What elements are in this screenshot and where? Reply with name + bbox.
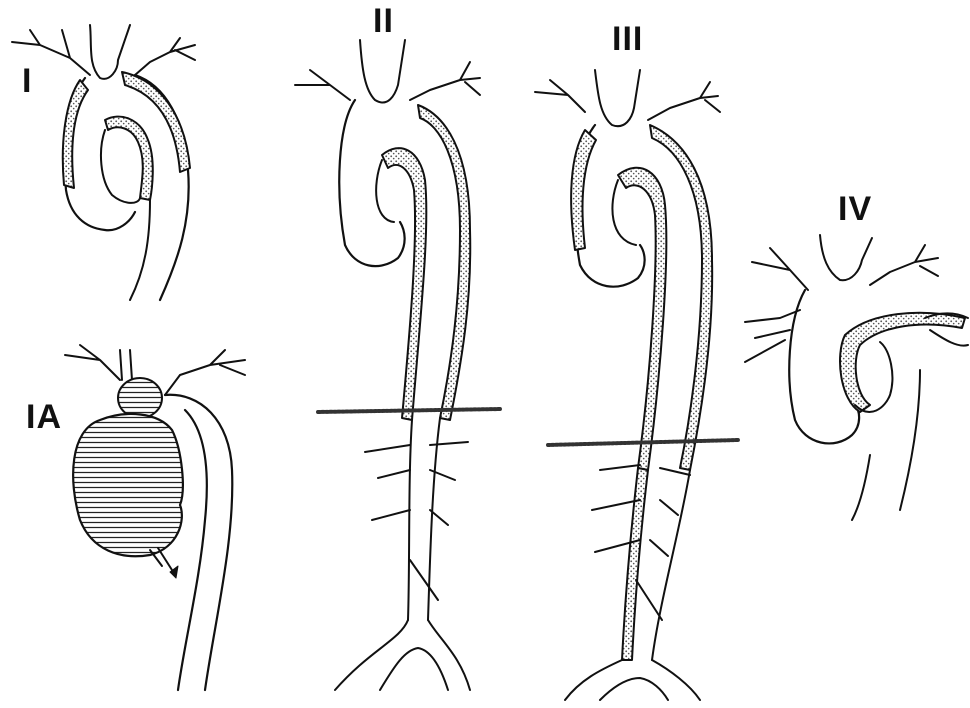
aorta-type-i bbox=[12, 25, 195, 300]
label-type-ii: II bbox=[373, 2, 394, 41]
label-type-ia: IA bbox=[26, 398, 62, 437]
aorta-type-ia bbox=[65, 345, 245, 690]
aorta-type-iv bbox=[745, 235, 968, 520]
label-type-iv: IV bbox=[838, 190, 872, 229]
aorta-type-iii bbox=[535, 70, 738, 700]
aorta-type-ii bbox=[295, 40, 500, 690]
label-type-i: I bbox=[22, 62, 32, 101]
label-type-iii: III bbox=[612, 20, 643, 59]
